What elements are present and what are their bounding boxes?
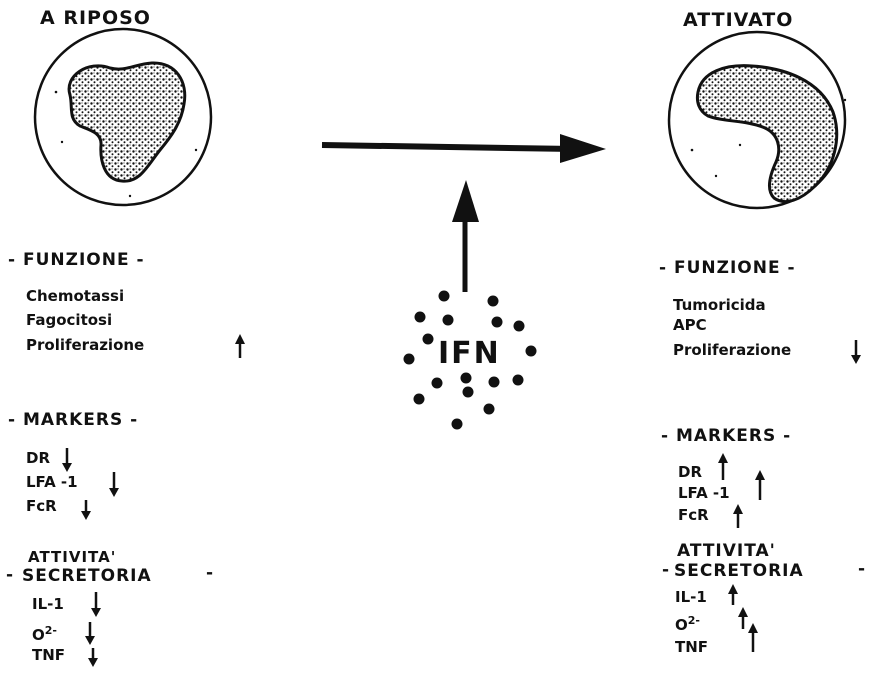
- left-marker-2: LFA -1: [26, 472, 78, 492]
- right-function-3: Proliferazione: [673, 340, 791, 361]
- right-markers-heading: - MARKERS -: [661, 426, 791, 446]
- left-markers-heading: - MARKERS -: [8, 410, 138, 430]
- left-marker-3: FcR: [26, 496, 57, 516]
- left-secretory-dash-right: -: [206, 563, 214, 583]
- right-secretion-1: IL-1: [675, 587, 707, 607]
- right-secretion-2-sup: 2-: [688, 614, 700, 627]
- right-secretory-dash-left: -: [662, 560, 670, 580]
- right-function-heading: - FUNZIONE -: [659, 258, 796, 278]
- arrow-up-icon: [738, 607, 748, 629]
- right-secretory-heading-2: SECRETORIA: [674, 561, 804, 581]
- right-secretion-2-base: O: [675, 616, 688, 634]
- left-secretion-2: O2-: [32, 621, 57, 645]
- left-function-heading: - FUNZIONE -: [8, 250, 145, 270]
- left-secretion-3: TNF: [32, 645, 65, 665]
- arrow-down-icon: [81, 500, 91, 520]
- activation-arrow: [322, 134, 606, 163]
- right-secretion-3: TNF: [675, 637, 708, 657]
- arrow-down-icon: [85, 622, 95, 645]
- left-function-2: Fagocitosi: [26, 310, 112, 331]
- activated-title: ATTIVATO: [683, 9, 793, 31]
- right-secretory-heading-1: ATTIVITA': [677, 541, 776, 561]
- arrow-down-icon: [62, 448, 72, 472]
- right-small-arrows: [718, 340, 861, 652]
- arrow-up-icon: [733, 504, 743, 528]
- right-marker-3: FcR: [678, 505, 709, 525]
- left-function-3: Proliferazione: [26, 335, 144, 356]
- left-secretion-1: IL-1: [32, 594, 64, 614]
- left-small-arrows: [62, 334, 245, 667]
- left-secretion-2-base: O: [32, 626, 45, 644]
- left-marker-1: DR: [26, 448, 50, 468]
- resting-title: A RIPOSO: [40, 7, 151, 29]
- arrow-up-icon: [728, 584, 738, 605]
- ifn-label: IFN: [438, 336, 501, 371]
- right-secretion-2: O2-: [675, 611, 700, 635]
- left-secretory-heading-2: SECRETORIA: [22, 566, 152, 586]
- arrow-down-icon: [851, 340, 861, 364]
- arrow-up-icon: [755, 470, 765, 500]
- resting-cell: [35, 29, 211, 205]
- arrow-up-icon: [718, 453, 728, 480]
- arrow-down-icon: [109, 472, 119, 497]
- arrow-down-icon: [88, 648, 98, 667]
- right-marker-2: LFA -1: [678, 483, 730, 503]
- arrow-up-icon: [235, 334, 245, 358]
- ifn-arrow: [452, 180, 479, 292]
- left-secretion-2-sup: 2-: [45, 624, 57, 637]
- activated-cell: [669, 32, 846, 208]
- left-secretory-heading-1: ATTIVITA': [28, 548, 116, 566]
- left-function-1: Chemotassi: [26, 286, 124, 307]
- arrow-up-icon: [748, 623, 758, 652]
- right-secretory-dash-right: -: [858, 559, 866, 579]
- left-secretory-dash-left: -: [6, 565, 14, 585]
- right-marker-1: DR: [678, 462, 702, 482]
- right-function-1: Tumoricida: [673, 295, 766, 316]
- arrow-down-icon: [91, 592, 101, 617]
- right-function-2: APC: [673, 315, 707, 336]
